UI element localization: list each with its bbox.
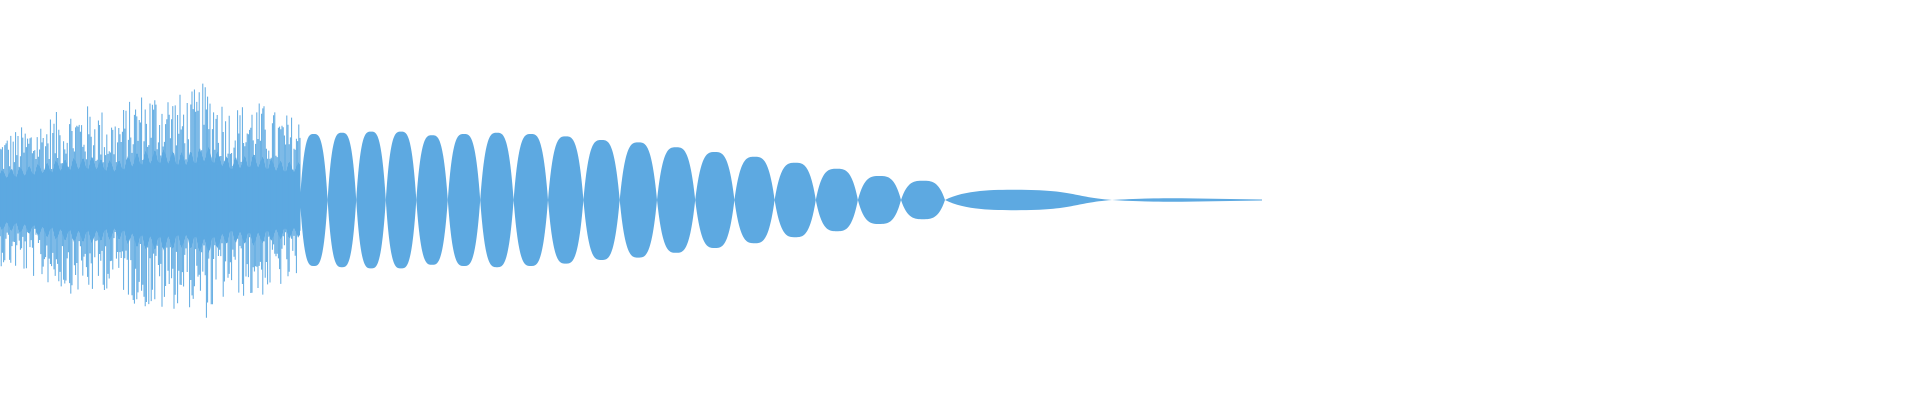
waveform-lobe — [327, 132, 357, 268]
waveform-tail-lobe — [945, 189, 1112, 211]
waveform-lobe — [447, 134, 481, 266]
waveform-tail-final — [1112, 198, 1262, 202]
waveform-lobe — [300, 134, 328, 266]
waveform-lobe — [356, 131, 386, 269]
waveform-tone-lobes — [300, 131, 945, 269]
waveform-lobe — [901, 180, 945, 220]
waveform-lobe — [513, 134, 548, 266]
waveform-lobe — [695, 152, 735, 248]
waveform-lobe — [480, 132, 514, 268]
waveform-noise-spikes — [0, 83, 301, 318]
waveform-lobe — [416, 135, 448, 265]
waveform-noise-burst — [0, 83, 301, 318]
waveform-lobe — [774, 162, 816, 238]
waveform-lobe — [619, 142, 657, 258]
waveform-lobe — [657, 147, 696, 253]
waveform-lobe — [385, 131, 417, 269]
waveform-decay-tail — [945, 189, 1262, 211]
waveform-lobe — [815, 168, 858, 232]
waveform-lobe — [583, 140, 620, 260]
waveform-lobe — [548, 136, 584, 264]
waveform-lobe — [857, 176, 901, 224]
waveform-lobe — [734, 156, 775, 244]
